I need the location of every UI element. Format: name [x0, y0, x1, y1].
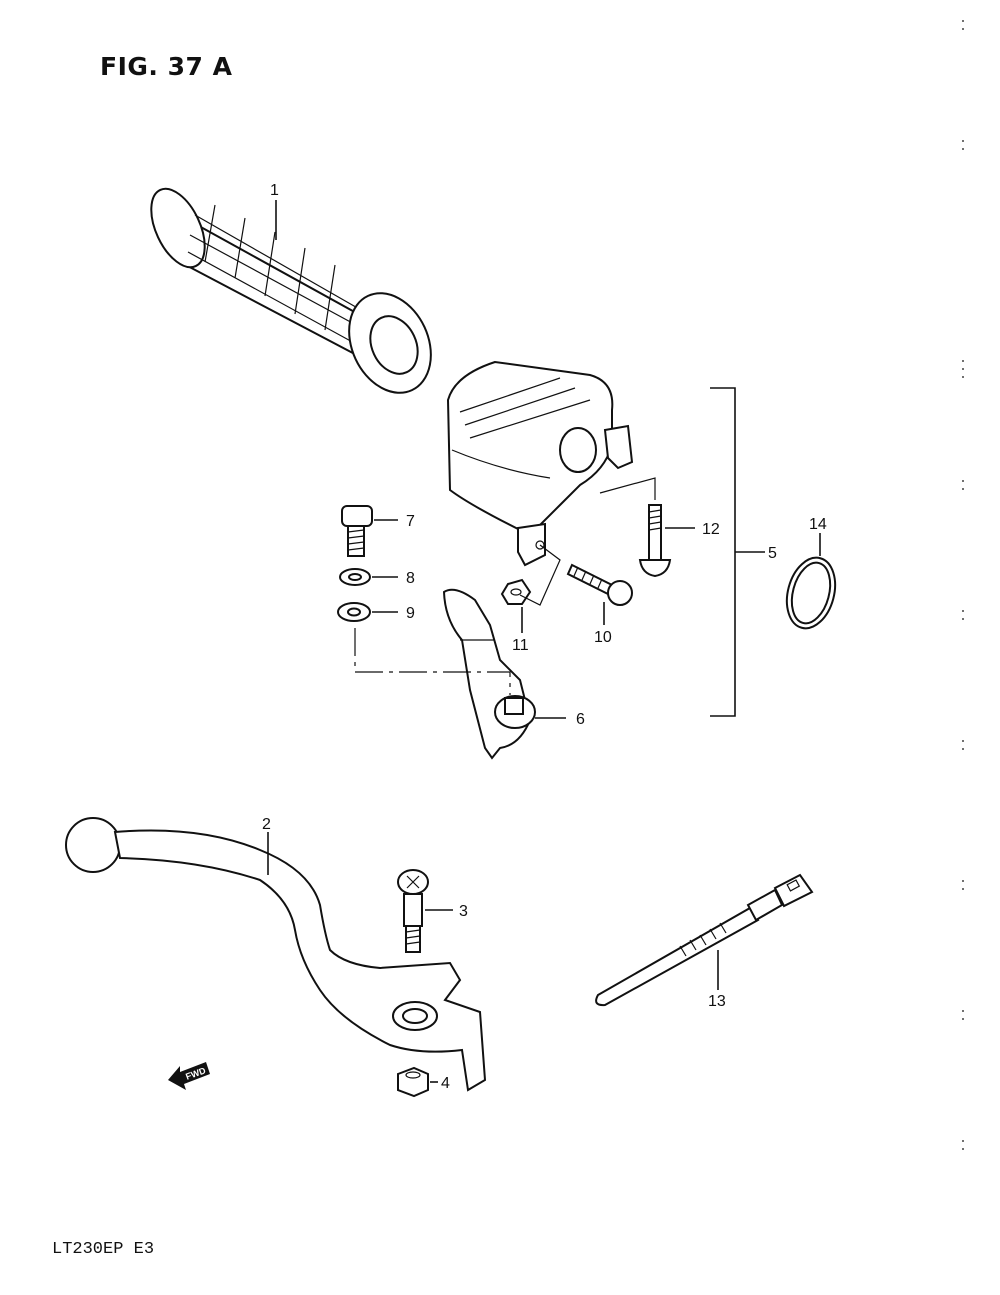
callout-labels: 1 2 3 4 5 6 7 8 9 10 11 12 13 14: [262, 182, 827, 1092]
lever-part-6: [442, 588, 536, 760]
callout-12: 12: [702, 521, 720, 538]
callout-1: 1: [270, 182, 279, 199]
cable-tie-part-13: [595, 873, 814, 1007]
nut-part-4: [397, 1066, 429, 1098]
figure-title: FIG. 37 A: [100, 52, 233, 81]
callout-5: 5: [768, 545, 777, 562]
callout-14: 14: [809, 516, 827, 533]
callout-9: 9: [406, 605, 415, 622]
callout-6: 6: [576, 711, 585, 728]
model-code: LT230EP E3: [52, 1240, 155, 1259]
nut-part-11: [500, 578, 532, 605]
o-ring-part-14: [785, 556, 837, 630]
callout-8: 8: [406, 570, 415, 587]
bolt-part-7: [341, 505, 373, 557]
callout-11: 11: [512, 637, 529, 654]
pivot-bolt-part-3: [397, 869, 429, 953]
brake-lever-part-2: [65, 817, 487, 1092]
callout-10: 10: [594, 629, 612, 646]
screw-part-12: [638, 504, 672, 578]
callout-4: 4: [441, 1075, 450, 1092]
bracket-part-5: [710, 387, 736, 717]
washer-part-8: [339, 568, 371, 586]
grip-part-1: [150, 187, 432, 394]
switch-housing: [446, 360, 634, 567]
callout-13: 13: [708, 993, 726, 1010]
callout-2: 2: [262, 816, 271, 833]
callout-3: 3: [459, 903, 468, 920]
leader-lines: [267, 200, 821, 1083]
screw-part-10: [566, 563, 633, 606]
washer-part-9: [337, 602, 371, 622]
callout-7: 7: [406, 513, 415, 530]
fwd-arrow-icon: FWD: [168, 1062, 210, 1090]
